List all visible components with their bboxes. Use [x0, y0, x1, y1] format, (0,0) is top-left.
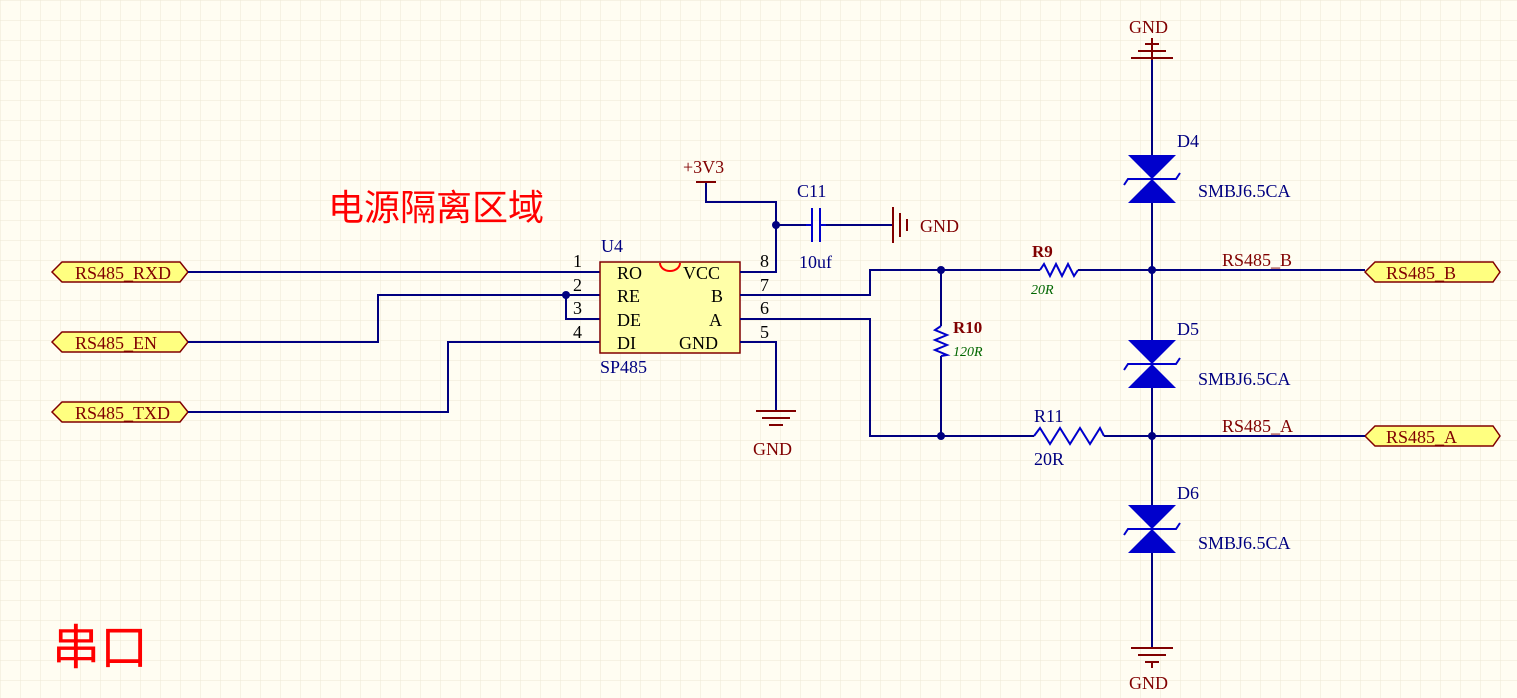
r10-value: 120R [953, 345, 983, 360]
r11-resistor[interactable]: R11 20R [1033, 406, 1105, 469]
net-label-b: RS485_B [1222, 250, 1292, 270]
d6-designator: D6 [1177, 483, 1199, 503]
net-label-a: RS485_A [1222, 416, 1293, 436]
d5-tvs-diode[interactable]: D5 SMBJ6.5CA [1123, 319, 1291, 389]
d5-part: SMBJ6.5CA [1198, 369, 1291, 389]
svg-text:5: 5 [760, 322, 769, 342]
left-wires [188, 271, 600, 413]
d6-tvs-diode[interactable]: D6 SMBJ6.5CA [1123, 483, 1291, 553]
gnd-cap-symbol: GND [892, 207, 959, 243]
svg-text:RS485_EN: RS485_EN [75, 333, 157, 353]
vcc-label: +3V3 [683, 157, 724, 177]
gnd-top-symbol: GND [1129, 17, 1173, 60]
u4-pin-b: B [711, 286, 723, 306]
r9-value: 20R [1031, 283, 1054, 298]
power-isolation-annotation: 电源隔离区域 [328, 188, 544, 228]
r11-value: 20R [1034, 449, 1064, 469]
port-rs485-rxd[interactable]: RS485_RXD [50, 261, 189, 283]
tvs-column-wires [1148, 60, 1156, 648]
svg-text:GND: GND [1129, 17, 1168, 37]
svg-text:6: 6 [760, 298, 769, 318]
port-rs485-b[interactable]: RS485_B [1363, 261, 1501, 283]
d4-designator: D4 [1177, 131, 1199, 151]
r10-resistor[interactable]: R10 120R [932, 318, 983, 360]
serial-port-annotation: 串口 [52, 622, 148, 675]
port-rs485-en[interactable]: RS485_EN [50, 331, 189, 353]
svg-text:2: 2 [573, 275, 582, 295]
d5-designator: D5 [1177, 319, 1199, 339]
svg-text:7: 7 [760, 275, 769, 295]
d6-part: SMBJ6.5CA [1198, 533, 1291, 553]
c11-designator: C11 [797, 181, 826, 201]
c11-value: 10uf [799, 252, 832, 272]
r9-resistor[interactable]: R9 20R [1031, 242, 1079, 298]
u4-pin-de: DE [617, 310, 641, 330]
u4-pin-vcc: VCC [683, 263, 720, 283]
u4-pin-numbers: 1 2 3 4 8 7 6 5 [573, 251, 769, 342]
svg-text:4: 4 [573, 322, 582, 342]
u4-pin-ro: RO [617, 263, 642, 283]
d4-part: SMBJ6.5CA [1198, 181, 1291, 201]
r9-designator: R9 [1032, 242, 1053, 261]
svg-text:RS485_B: RS485_B [1386, 263, 1456, 283]
u4-pin-gnd: GND [679, 333, 718, 353]
port-rs485-txd[interactable]: RS485_TXD [50, 401, 189, 423]
svg-text:3: 3 [573, 298, 582, 318]
svg-text:RS485_TXD: RS485_TXD [75, 403, 170, 423]
svg-text:GND: GND [1129, 673, 1168, 693]
svg-text:1: 1 [573, 251, 582, 271]
r11-designator: R11 [1034, 406, 1063, 426]
vcc-net: +3V3 [683, 157, 806, 273]
svg-text:RS485_A: RS485_A [1386, 427, 1457, 447]
d4-tvs-diode[interactable]: D4 SMBJ6.5CA [1123, 131, 1291, 203]
u4-designator: U4 [601, 236, 623, 256]
u4-sp485-chip[interactable]: U4 SP485 RO RE DE DI VCC B A GND [599, 236, 741, 377]
c11-capacitor[interactable]: C11 10uf [797, 181, 832, 272]
bus-wires [740, 266, 1040, 440]
u4-pin-a: A [709, 310, 722, 330]
u4-part: SP485 [600, 357, 647, 377]
gnd-u4-symbol: GND [740, 341, 796, 459]
u4-pin-re: RE [617, 286, 640, 306]
svg-text:GND: GND [753, 439, 792, 459]
r10-designator: R10 [953, 318, 982, 337]
port-rs485-a[interactable]: RS485_A [1363, 425, 1501, 447]
svg-text:RS485_RXD: RS485_RXD [75, 263, 171, 283]
svg-text:GND: GND [920, 216, 959, 236]
gnd-bottom-symbol: GND [1129, 647, 1173, 693]
svg-text:8: 8 [760, 251, 769, 271]
u4-pin-di: DI [617, 333, 636, 353]
